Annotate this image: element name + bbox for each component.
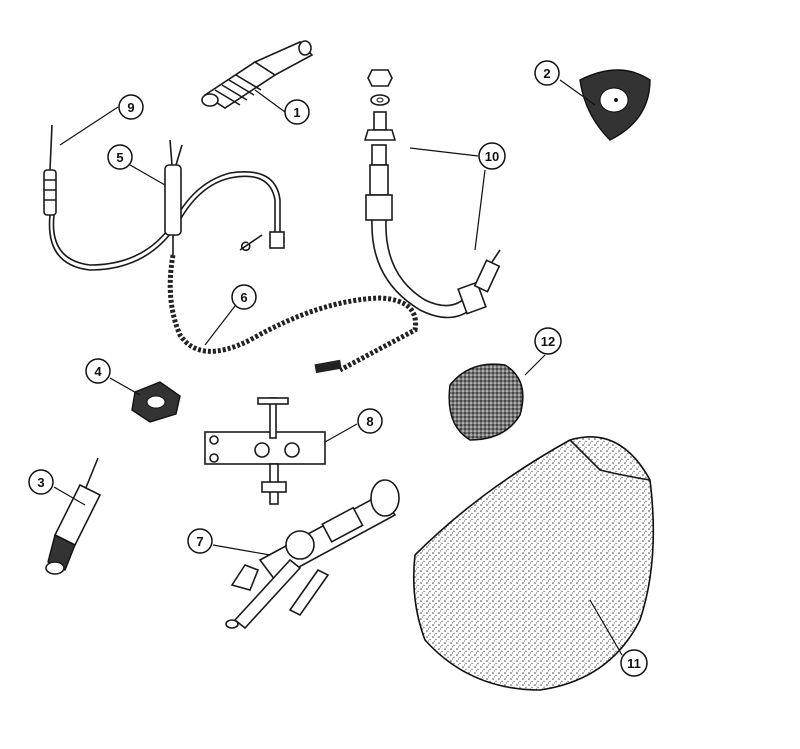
part-10-pipe [363,69,501,319]
part-3-igniter [45,457,102,575]
callout-12: 12 [534,327,562,355]
callout-3: 3 [28,469,54,495]
callout-7: 7 [187,528,213,554]
leader-lines [53,79,623,656]
part-8-bracket [204,397,326,505]
svg-text:11: 11 [627,656,641,671]
callout-8: 8 [357,408,383,434]
svg-text:8: 8 [366,414,373,429]
callout-4: 4 [85,358,111,384]
part-11-wool [413,436,655,691]
svg-text:1: 1 [293,105,300,120]
callout-11: 11 [620,649,648,677]
svg-text:12: 12 [541,334,555,349]
svg-text:6: 6 [240,290,247,305]
svg-text:9: 9 [127,100,134,115]
part-12-filter [448,363,524,441]
callout-5: 5 [107,144,133,170]
part-6-lead [167,254,419,374]
callout-1: 1 [284,99,310,125]
svg-text:10: 10 [485,149,499,164]
svg-text:7: 7 [196,534,203,549]
callout-2: 2 [534,60,560,86]
part-5-interrupter [164,139,183,255]
svg-text:2: 2 [543,66,550,81]
part-2-knob [579,69,651,141]
callout-9: 9 [118,94,144,120]
svg-text:5: 5 [116,150,123,165]
part-4-nut [131,381,181,423]
svg-text:3: 3 [37,475,44,490]
part-7-valve [225,479,400,630]
part-1-electrode [201,40,314,109]
callout-10: 10 [478,142,506,170]
svg-text:4: 4 [94,364,102,379]
callout-6: 6 [231,284,257,310]
part-9-thermocouple [43,124,285,271]
